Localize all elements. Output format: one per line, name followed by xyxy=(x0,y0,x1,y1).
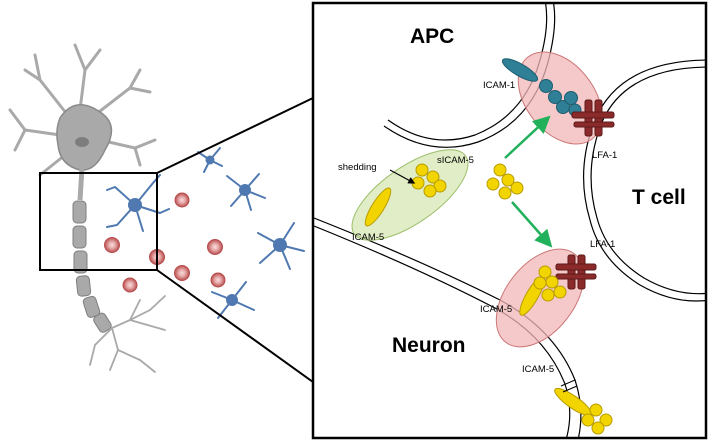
zoom-line-top xyxy=(156,97,314,174)
icam1-molecule-icon xyxy=(501,58,582,117)
icam5-molecule-icon xyxy=(519,265,567,316)
zoom-line-bottom xyxy=(156,269,314,383)
icam5-molecule-icon xyxy=(554,387,613,435)
arrow-icon xyxy=(389,169,416,184)
t-cell-membrane xyxy=(582,59,705,302)
lfa1-molecule-icon xyxy=(571,99,615,137)
t-cell-label: T cell xyxy=(632,186,686,209)
shedding-label: shedding xyxy=(338,162,377,173)
icam5-left-label: ICAM-5 xyxy=(352,232,384,243)
lfa1-molecule-icon xyxy=(555,254,597,290)
arrow-icon xyxy=(511,201,553,248)
icam5-molecule-icon xyxy=(486,163,524,200)
sicam5-label: sICAM-5 xyxy=(437,155,474,166)
apc-membrane xyxy=(383,4,556,148)
neuron-cell-icon xyxy=(8,43,166,373)
zoom-region-box xyxy=(39,172,158,271)
arrow-icon xyxy=(504,115,551,159)
lfa1-bottom-label: LFA-1 xyxy=(590,239,615,250)
apc-label: APC xyxy=(410,25,454,48)
icam5-bottom-label: ICAM-5 xyxy=(522,364,554,375)
lymphocyte-icon xyxy=(104,192,226,293)
icam5-molecule-icon xyxy=(364,187,392,227)
icam1-label: ICAM-1 xyxy=(483,80,515,91)
icam5-middle-label: ICAM-5 xyxy=(480,304,512,315)
zoom-panel: APC T cell Neuron ICAM-1 LFA-1 LFA-1 she… xyxy=(311,1,708,440)
neuron-label: Neuron xyxy=(392,334,466,357)
lfa1-top-label: LFA-1 xyxy=(592,150,617,161)
